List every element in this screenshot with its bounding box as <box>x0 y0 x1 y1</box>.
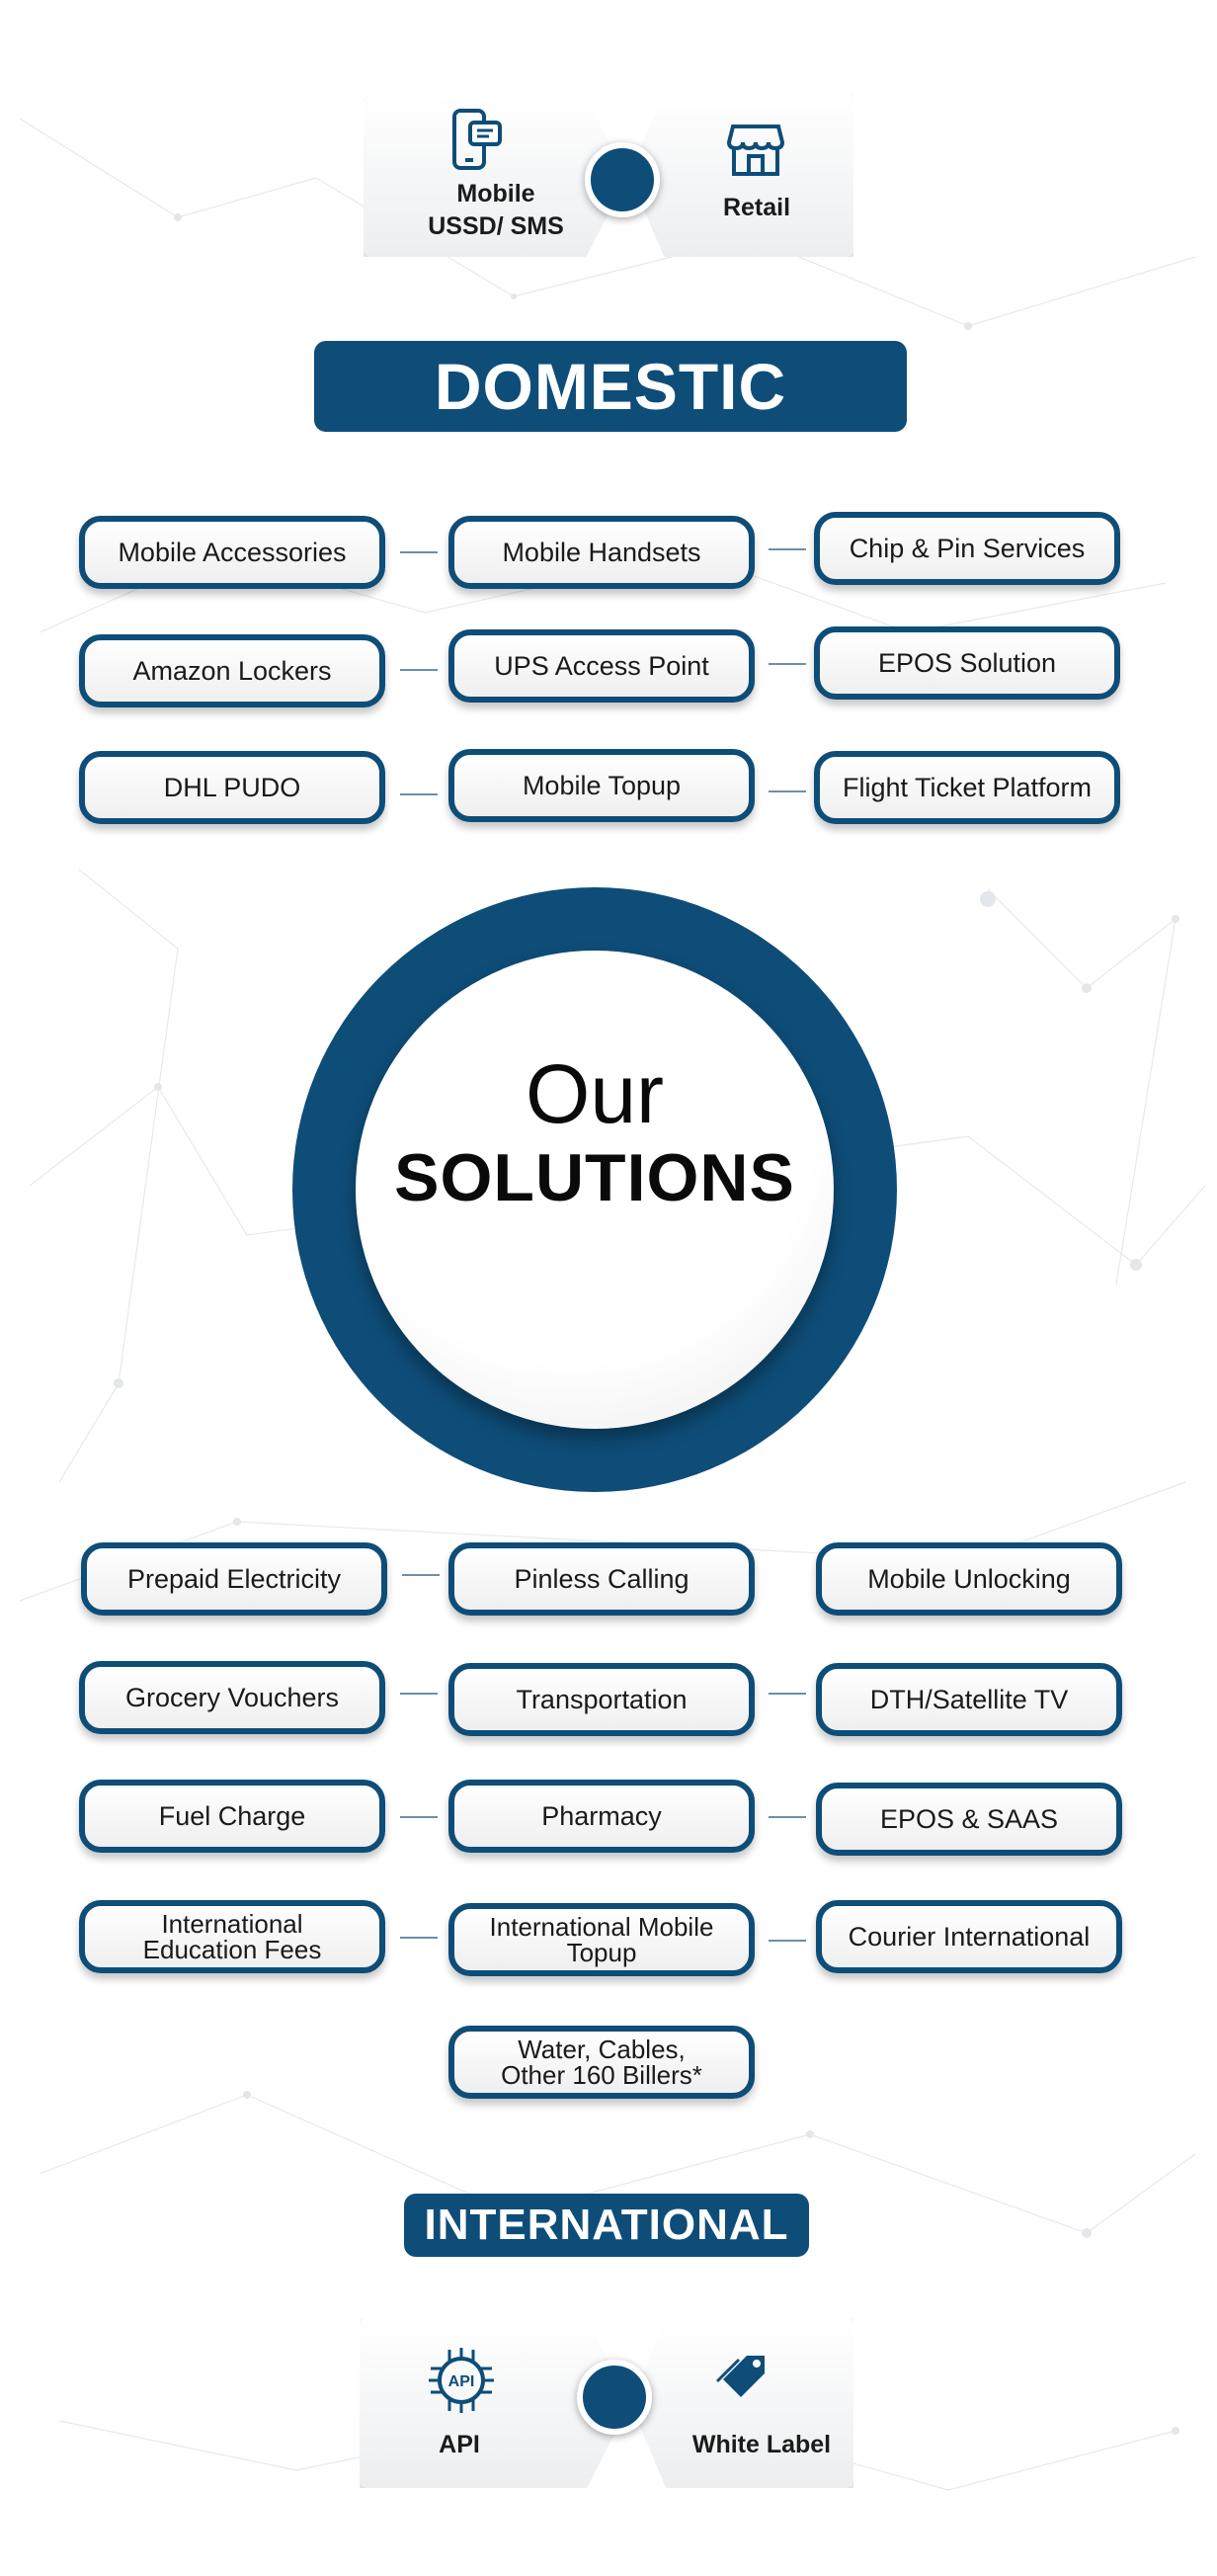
connector <box>769 1816 806 1818</box>
connector <box>400 1937 438 1939</box>
svg-text:API: API <box>448 2373 475 2390</box>
solutions-circle: Our SOLUTIONS <box>356 951 834 1429</box>
mobile-channel-label: Mobile USSD/ SMS <box>428 180 564 240</box>
domestic-item-mobile-handsets: Mobile Handsets <box>448 516 755 589</box>
intl-item-mobile-unlocking: Mobile Unlocking <box>816 1542 1122 1616</box>
domestic-item-mobile-topup: Mobile Topup <box>448 749 755 822</box>
intl-item-prepaid-electricity: Prepaid Electricity <box>81 1542 387 1616</box>
domestic-item-chip-pin: Chip & Pin Services <box>814 512 1120 585</box>
domestic-item-dhl-pudo: DHL PUDO <box>79 751 385 824</box>
intl-item-transportation: Transportation <box>448 1663 755 1736</box>
connector <box>400 1816 438 1818</box>
intl-item-dth-satellite: DTH/Satellite TV <box>816 1663 1122 1736</box>
intl-item-pinless-calling: Pinless Calling <box>448 1542 755 1616</box>
connector <box>402 1574 440 1576</box>
connector <box>769 1940 806 1942</box>
connector <box>769 548 806 550</box>
connector <box>769 790 806 792</box>
center-title-line2: SOLUTIONS <box>394 1140 795 1215</box>
connector <box>769 1693 806 1695</box>
domestic-item-epos-solution: EPOS Solution <box>814 626 1120 700</box>
domestic-item-flight-ticket: Flight Ticket Platform <box>814 751 1120 824</box>
domestic-item-amazon-lockers: Amazon Lockers <box>79 634 385 707</box>
connector <box>400 669 438 671</box>
mobile-chat-icon <box>452 109 502 170</box>
white-label-channel-label: White Label <box>691 2431 832 2458</box>
connector <box>769 663 806 665</box>
intl-item-other-billers: Water, Cables, Other 160 Billers* <box>448 2026 755 2099</box>
top-hub-dot <box>585 142 660 217</box>
bottom-channel-group: API API White Label <box>0 2273 1217 2530</box>
price-tag-icon <box>715 2356 765 2397</box>
domestic-item-mobile-accessories: Mobile Accessories <box>79 516 385 589</box>
intl-item-pharmacy: Pharmacy <box>448 1780 755 1853</box>
domestic-title: DOMESTIC <box>314 341 907 432</box>
connector <box>400 1693 438 1695</box>
intl-item-education-fees: International Education Fees <box>79 1900 385 1973</box>
international-grid: Prepaid Electricity Pinless Calling Mobi… <box>79 1542 1122 2099</box>
intl-item-courier-intl: Courier International <box>816 1900 1122 1973</box>
store-icon <box>727 125 784 176</box>
domestic-grid: Mobile Accessories Mobile Handsets Chip … <box>0 0 1217 889</box>
intl-item-grocery-vouchers: Grocery Vouchers <box>79 1661 385 1734</box>
mobile-channel-card: Mobile USSD/ SMS <box>364 97 628 257</box>
top-channel-group: Mobile USSD/ SMS Retail <box>0 0 1217 296</box>
retail-channel-label: Retail <box>722 194 791 221</box>
intl-item-epos-saas: EPOS & SAAS <box>816 1783 1122 1856</box>
connector <box>400 551 438 553</box>
api-chip-icon: API <box>429 2348 494 2413</box>
connector <box>400 793 438 795</box>
domestic-item-ups-access-point: UPS Access Point <box>448 629 755 703</box>
center-title-line1: Our <box>525 1047 665 1140</box>
intl-item-fuel-charge: Fuel Charge <box>79 1780 385 1853</box>
white-label-channel-card: White Label <box>630 2318 853 2488</box>
intl-item-intl-mobile-topup: International Mobile Topup <box>448 1903 755 1976</box>
api-channel-label: API <box>439 2431 480 2458</box>
bottom-hub-dot <box>577 2360 652 2435</box>
retail-channel-card: Retail <box>628 93 853 257</box>
international-title: INTERNATIONAL <box>404 2194 809 2257</box>
